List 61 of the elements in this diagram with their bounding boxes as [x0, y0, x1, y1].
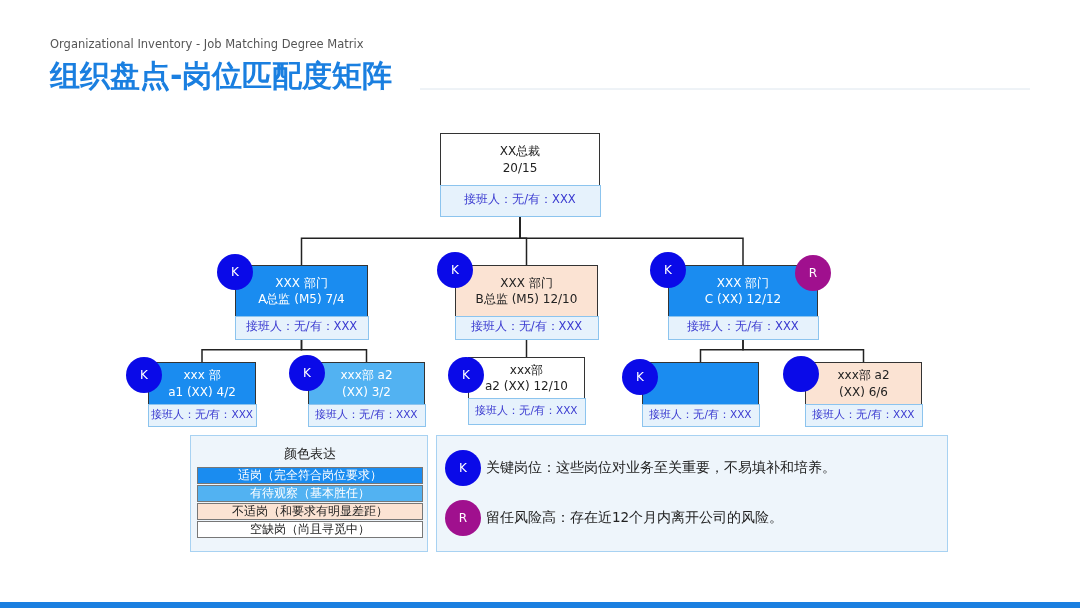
badge-letter: K: [462, 368, 470, 382]
legend-text: 留任风险高：存在近12个月内离开公司的风险。: [486, 509, 784, 527]
headcount-text: 20/15: [502, 159, 538, 176]
position-card: [440, 133, 600, 217]
successor-text: 接班人：无/有：XXX: [467, 398, 586, 425]
badge-letter: K: [303, 366, 311, 380]
position-card: [642, 362, 759, 427]
position-title: xxx部: [509, 361, 544, 378]
position-title: XX总裁: [499, 143, 541, 160]
badge-letter: R: [808, 266, 818, 280]
headcount-text: a1 (XX) 4/2: [168, 383, 236, 400]
successor-text: 接班人：无/有：XXX: [804, 404, 923, 427]
badge-letter: R: [458, 511, 468, 525]
headcount-text: a2 (XX) 12/10: [485, 378, 568, 395]
badge-letter: K: [459, 461, 467, 475]
legend-text: 有待观察（基本胜任）: [250, 486, 370, 500]
position-title: xxx部 a2: [340, 367, 393, 384]
position-title: xxx 部: [183, 367, 221, 384]
position-card: [148, 362, 256, 427]
successor-text: 接班人：无/有：XXX: [641, 404, 760, 427]
badge-letter: K: [231, 265, 239, 279]
successor-text: 接班人：无/有：XXX: [667, 316, 819, 340]
position-card: [468, 357, 585, 425]
badge-letter: K: [140, 368, 148, 382]
page-title: 组织盘点-岗位匹配度矩阵: [50, 57, 393, 95]
position-title: xxx部 a2: [837, 367, 890, 384]
badge-circle: [126, 357, 162, 393]
successor-text: 接班人：无/有：XXX: [234, 316, 369, 340]
legend-text: 空缺岗（尚且寻觅中）: [250, 522, 370, 536]
badge-circle: [795, 255, 831, 291]
connector-line: [300, 338, 368, 363]
legend-text: 不适岗（和要求有明显差距）: [232, 504, 388, 518]
badge-circle: [448, 357, 484, 393]
successor-text: 接班人：无/有：XXX: [439, 185, 601, 217]
legend-heading: 颜色表达: [283, 445, 337, 463]
subtitle: Organizational Inventory - Job Matching Degree Matrix: [50, 37, 364, 51]
headcount-text: (XX) 3/2: [342, 383, 391, 400]
badge-circle: [217, 254, 253, 290]
position-title: XXX 部门: [275, 274, 328, 291]
badge-letter: K: [664, 263, 672, 277]
badge-circle: [622, 359, 658, 395]
headcount-text: A总监 (M5) 7/4: [258, 291, 345, 308]
badge-circle: [289, 355, 325, 391]
headcount-text: C (XX) 12/12: [704, 291, 782, 308]
badge-circle: [650, 252, 686, 288]
headcount-text: B总监 (M5) 12/10: [475, 291, 578, 308]
successor-text: 接班人：无/有：XXX: [454, 316, 599, 340]
badge-letter: K: [451, 263, 459, 277]
connector-line: [519, 215, 744, 266]
badge-circle: [437, 252, 473, 288]
position-title: XXX 部门: [716, 274, 770, 291]
badge-letter: K: [636, 370, 644, 384]
position-card: [805, 362, 922, 427]
legend-text: 适岗（完全符合岗位要求）: [238, 468, 382, 482]
successor-text: 接班人：无/有：XXX: [307, 404, 426, 427]
successor-text: 接班人：无/有：XXX: [147, 404, 257, 427]
empty-circle: [783, 356, 819, 392]
legend-text: 关键岗位：这些岗位对业务至关重要，不易填补和培养。: [486, 459, 836, 477]
connector-line: [742, 338, 865, 363]
position-title: XXX 部门: [500, 274, 553, 291]
headcount-text: (XX) 6/6: [839, 383, 888, 400]
